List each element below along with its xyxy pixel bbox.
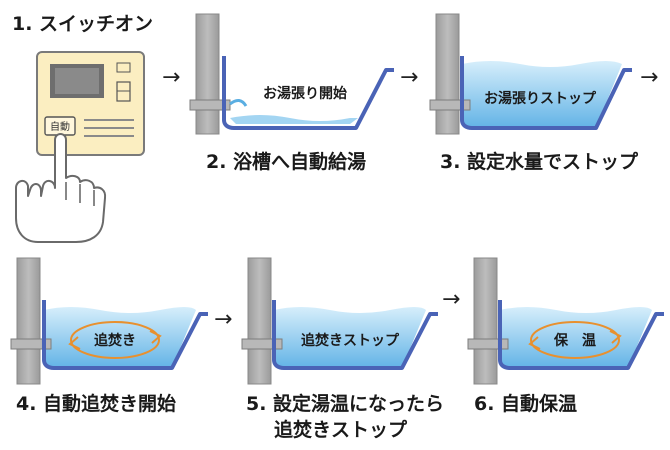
- water-jet-icon: [229, 99, 248, 107]
- step3-tub-label: お湯張りストップ: [484, 90, 597, 107]
- wall-pillar: [473, 257, 498, 385]
- water-fill: [500, 307, 652, 368]
- flow-arrow-3: →: [640, 65, 658, 90]
- bathtub: [272, 300, 438, 370]
- step2-caption: 2. 浴槽へ自動給湯: [206, 150, 366, 173]
- step5-panel: 追焚きストップ 5. 設定湯温になったら 追焚きストップ: [241, 257, 444, 441]
- water-fill: [462, 61, 622, 128]
- step4-caption: 4. 自動追焚き開始: [16, 392, 176, 415]
- step5-caption-line1: 5. 設定湯温になったら: [246, 392, 444, 415]
- flow-arrow-4: →: [214, 307, 232, 332]
- step2-tub-label: お湯張り開始: [263, 85, 347, 102]
- flow-arrow-5: →: [442, 287, 460, 312]
- step1-title: 1. スイッチオン: [12, 13, 153, 35]
- wall-pillar: [435, 13, 460, 135]
- flow-arrow-2: →: [400, 65, 418, 90]
- step5-caption-line2: 追焚きストップ: [274, 418, 408, 441]
- outlet-pipe: [429, 99, 471, 111]
- wall-pillar: [247, 257, 272, 385]
- bathtub: [460, 56, 632, 130]
- wall-pillar: [16, 257, 41, 385]
- pointing-hand-icon: [15, 133, 107, 243]
- bathtub: [222, 56, 394, 130]
- step5-tub-label: 追焚きストップ: [301, 332, 400, 349]
- step3-panel: お湯張りストップ 3. 設定水量でストップ: [429, 13, 639, 173]
- outlet-pipe: [467, 338, 509, 350]
- bathtub: [42, 300, 208, 370]
- step3-caption: 3. 設定水量でストップ: [440, 150, 639, 173]
- step6-caption: 6. 自動保温: [474, 392, 577, 415]
- outlet-pipe: [10, 338, 52, 350]
- step4-panel: 追焚き 4. 自動追焚き開始: [10, 257, 208, 415]
- step1-panel: 1. スイッチオン 自動: [12, 13, 153, 243]
- step6-tub-label: 保 温: [553, 332, 596, 349]
- outlet-pipe: [241, 338, 283, 350]
- wall-pillar: [195, 13, 220, 135]
- flow-arrow-1: →: [162, 65, 180, 90]
- circulation-arrow-icon: [70, 321, 160, 359]
- bathtub: [498, 300, 664, 370]
- outlet-pipe: [189, 99, 231, 111]
- step4-tub-label: 追焚き: [94, 332, 136, 349]
- water-fill: [274, 307, 426, 368]
- circulation-arrow-icon: [530, 321, 620, 359]
- step2-panel: お湯張り開始 2. 浴槽へ自動給湯: [189, 13, 394, 173]
- water-surface: [230, 115, 358, 124]
- auto-button-label: 自動: [50, 120, 70, 133]
- step6-panel: 保 温 6. 自動保温: [467, 257, 664, 415]
